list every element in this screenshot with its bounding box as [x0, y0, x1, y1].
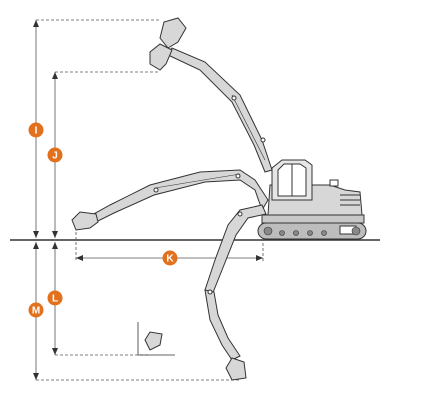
label-M: M [32, 306, 40, 317]
label-L: L [52, 294, 58, 305]
boom-lowered [204, 204, 267, 381]
label-J: J [52, 151, 58, 162]
boom-raised [149, 17, 273, 173]
dimension-I [33, 19, 160, 238]
dimension-L [52, 242, 150, 356]
boom-extended [71, 169, 269, 231]
badge-K: K [162, 250, 178, 266]
label-I: I [35, 126, 38, 137]
track-rollers [263, 226, 361, 236]
label-K: K [166, 254, 174, 265]
badge-I: I [28, 122, 44, 138]
badge-J: J [47, 147, 63, 163]
badge-L: L [47, 290, 63, 306]
badge-M: M [28, 302, 44, 318]
excavator-body [257, 159, 367, 240]
bucket-detail [137, 322, 175, 356]
